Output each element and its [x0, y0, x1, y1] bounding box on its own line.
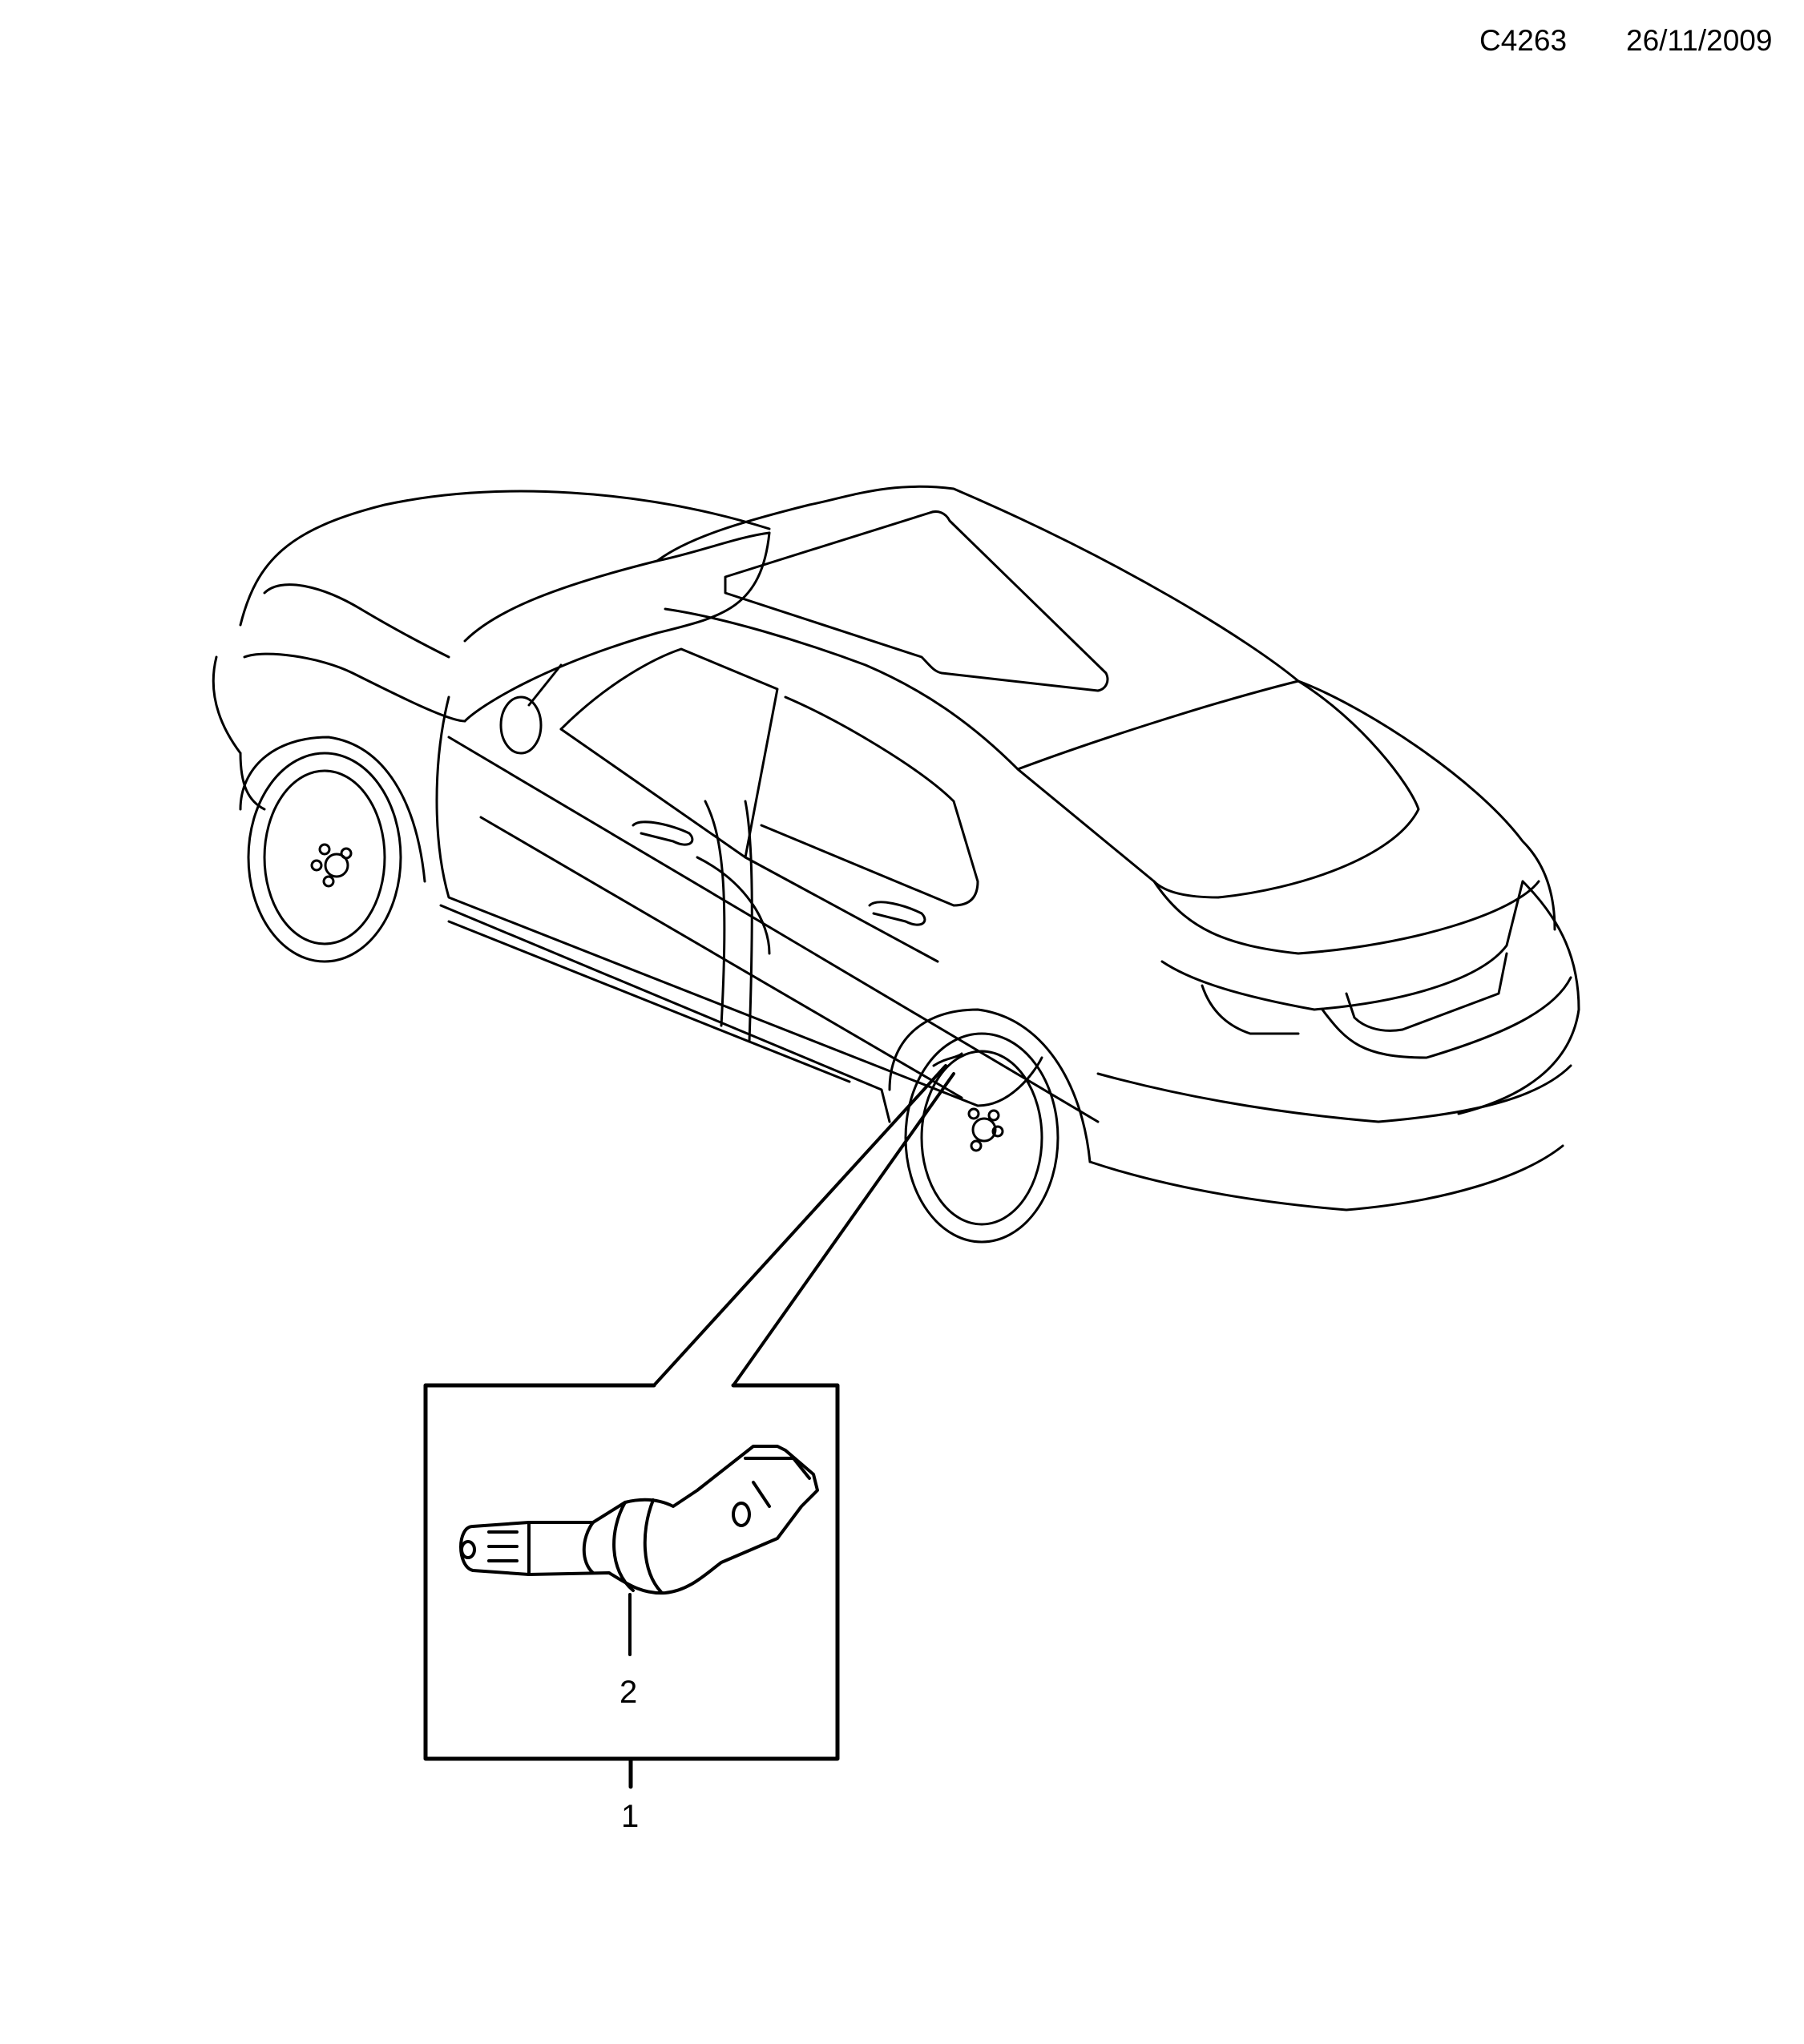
- diagram-date: 26/11/2009: [1626, 24, 1773, 57]
- front-wheel: [239, 736, 426, 963]
- callout-2: 2: [619, 1675, 638, 1710]
- callout-1: 1: [621, 1799, 640, 1834]
- diagram-code: C4263: [1479, 24, 1568, 57]
- tire-pressure-sensor: [459, 1445, 819, 1595]
- car-body: [212, 485, 1580, 1211]
- rear-wheel: [888, 1008, 1092, 1244]
- detail-leader-lines: [652, 1064, 955, 1387]
